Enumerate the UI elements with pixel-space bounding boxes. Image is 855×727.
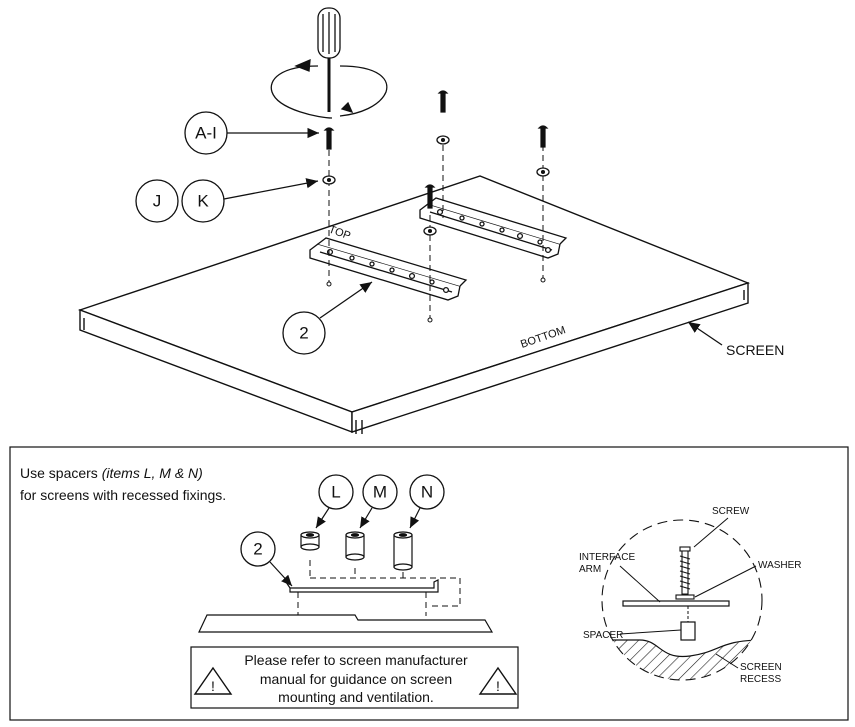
screwdriver-icon [317, 7, 341, 112]
svg-text:RECESS: RECESS [740, 674, 781, 685]
svg-text:!: ! [496, 678, 500, 694]
cross-section-detail [601, 519, 763, 681]
side-view-screen [198, 614, 494, 633]
spacer-detail-box [9, 446, 849, 721]
side-view-dashed [297, 560, 461, 616]
svg-text:INTERFACE: INTERFACE [579, 552, 635, 563]
screen-callout: SCREEN [687, 321, 784, 358]
detail-label-interface-arm: INTERFACE ARM [579, 552, 661, 603]
fixing-screw-3 [537, 125, 549, 148]
detail-label-screen-recess: SCREEN RECESS [715, 653, 782, 685]
warning-box: ! ! Please refer to screen manufacturer … [190, 646, 519, 709]
fixing-screw-2 [437, 90, 449, 113]
svg-text:SCREEN: SCREEN [726, 342, 784, 358]
washers [322, 135, 550, 236]
rotation-arrow-icon [270, 58, 388, 119]
fixing-screw-1 [323, 127, 335, 150]
svg-text:L: L [331, 483, 340, 502]
detail-label-screw: SCREW [693, 506, 750, 548]
warning-icon-left: ! [193, 666, 233, 695]
interface-arm-rear [419, 197, 568, 259]
callout-interface-arm-detail: 2 [240, 531, 293, 587]
callout-spacer-n: N [409, 474, 445, 529]
spacer-n [393, 531, 413, 571]
spacer-note-line2: for screens with recessed fixings. [20, 487, 226, 503]
detail-label-spacer: SPACER [583, 629, 682, 641]
callout-washer-k: K [181, 178, 319, 223]
svg-text:Please refer to screen manufac: Please refer to screen manufacturer [244, 652, 468, 668]
svg-text:2: 2 [299, 324, 308, 343]
svg-text:!: ! [211, 678, 215, 694]
spacer-l [300, 531, 320, 551]
screen-panel [77, 175, 751, 434]
svg-text:SCREEN: SCREEN [740, 662, 782, 673]
side-view-arm [285, 579, 439, 593]
callout-fixing-screws: A-I [184, 111, 319, 155]
detail-label-washer: WASHER [694, 560, 802, 598]
svg-text:J: J [153, 192, 162, 211]
warning-icon-right: ! [478, 666, 518, 695]
callout-washer-j: J [135, 179, 179, 223]
spacer-m [345, 531, 365, 561]
interface-arm-front [309, 237, 468, 301]
hole-markers [326, 277, 546, 323]
svg-text:ARM: ARM [579, 564, 601, 575]
svg-text:manual for guidance on screen: manual for guidance on screen [260, 671, 452, 687]
svg-text:M: M [373, 483, 387, 502]
svg-text:K: K [197, 192, 209, 211]
callout-interface-arm: 2 [282, 281, 373, 355]
callout-spacer-m: M [359, 474, 398, 529]
fixing-screw-4 [424, 184, 436, 209]
svg-text:SPACER: SPACER [583, 630, 623, 641]
svg-text:A-I: A-I [195, 124, 217, 143]
svg-text:mounting and ventilation.: mounting and ventilation. [278, 689, 434, 705]
svg-text:SCREW: SCREW [712, 506, 750, 517]
callout-spacer-l: L [315, 474, 354, 529]
alignment-lines [328, 145, 544, 318]
svg-text:N: N [421, 483, 433, 502]
svg-text:WASHER: WASHER [758, 560, 802, 571]
spacer-note-line1: Use spacers (items L, M & N) [20, 465, 203, 481]
svg-text:2: 2 [253, 540, 262, 559]
